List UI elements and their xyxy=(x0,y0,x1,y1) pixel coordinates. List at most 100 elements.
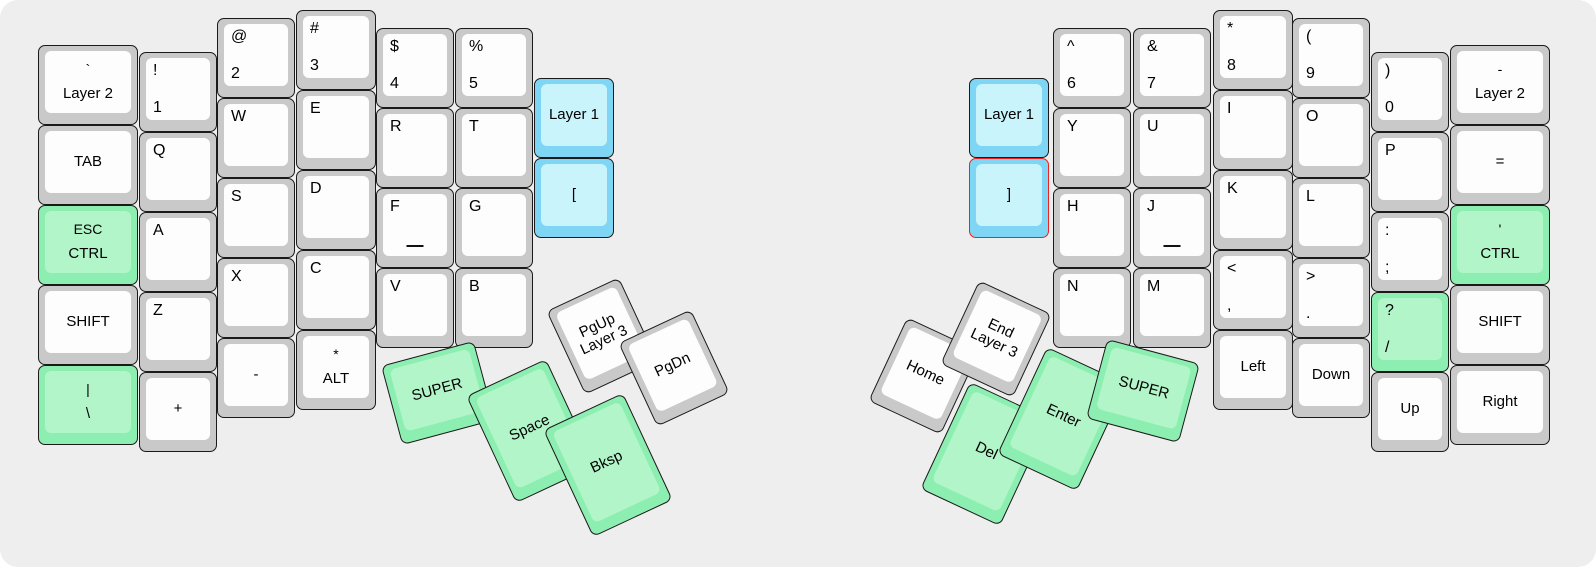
key-legend-top: ESC xyxy=(73,220,103,237)
key-legend-main: Layer 2 xyxy=(62,84,114,102)
key-n[interactable]: N xyxy=(1053,268,1131,348)
key-o[interactable]: O xyxy=(1292,98,1370,178)
key-l[interactable]: L xyxy=(1292,178,1370,258)
key-face: W xyxy=(224,104,288,166)
key-legend-top: ( xyxy=(1306,28,1312,45)
key-p[interactable]: P xyxy=(1371,132,1449,212)
key-0[interactable]: )0 xyxy=(1371,52,1449,132)
key-legend-top: ` xyxy=(85,60,91,77)
key-c[interactable]: C xyxy=(296,250,376,330)
key-1[interactable]: !1 xyxy=(139,52,217,132)
key-j[interactable]: J xyxy=(1133,188,1211,268)
key-legend-main: 3 xyxy=(310,56,319,74)
key-3[interactable]: #3 xyxy=(296,10,376,90)
key-legend-top: C xyxy=(310,260,322,277)
key-pipe-backslash[interactable]: |\ xyxy=(38,365,138,445)
key-2[interactable]: @2 xyxy=(217,18,295,98)
key-legend-top: L xyxy=(1306,188,1315,205)
key-legend-top: U xyxy=(1147,118,1159,135)
key-y[interactable]: Y xyxy=(1053,108,1131,188)
key-face: D xyxy=(303,176,369,238)
key-right[interactable]: Right xyxy=(1450,365,1550,445)
key-q[interactable]: Q xyxy=(139,132,217,212)
key-legend-main: Right xyxy=(1482,392,1518,410)
key-u[interactable]: U xyxy=(1133,108,1211,188)
key-shift-right[interactable]: SHIFT xyxy=(1450,285,1550,365)
key-face: TAB xyxy=(45,131,131,193)
key-legend-main: SHIFT xyxy=(66,312,110,330)
key-face: U xyxy=(1140,114,1204,176)
key-w[interactable]: W xyxy=(217,98,295,178)
key-legend-top: # xyxy=(310,20,319,37)
key-r[interactable]: R xyxy=(376,108,454,188)
key-5[interactable]: %5 xyxy=(455,28,533,108)
key-face: (9 xyxy=(1299,24,1363,86)
key-legend-top: V xyxy=(390,278,401,295)
key-legend-main: Layer 1 xyxy=(548,105,600,123)
key-g[interactable]: G xyxy=(455,188,533,268)
key-legend-main: Del xyxy=(972,438,1001,464)
key-face: &7 xyxy=(1140,34,1204,96)
key-face: Down xyxy=(1299,344,1363,406)
key-legend-top: ^ xyxy=(1067,38,1075,55)
key-7[interactable]: &7 xyxy=(1133,28,1211,108)
key-left[interactable]: Left xyxy=(1213,330,1293,410)
key-period[interactable]: >. xyxy=(1292,258,1370,338)
key-t[interactable]: T xyxy=(455,108,533,188)
key-bracket-right[interactable]: ] xyxy=(969,158,1049,238)
key-bracket-left[interactable]: [ xyxy=(534,158,614,238)
key-m[interactable]: M xyxy=(1133,268,1211,348)
key-face: 'CTRL xyxy=(1457,211,1543,273)
key-layer1-right[interactable]: Layer 1 xyxy=(969,78,1049,158)
key-quote-ctrl[interactable]: 'CTRL xyxy=(1450,205,1550,285)
key-9[interactable]: (9 xyxy=(1292,18,1370,98)
key-d[interactable]: D xyxy=(296,170,376,250)
key-comma[interactable]: <, xyxy=(1213,250,1293,330)
key-z[interactable]: Z xyxy=(139,292,217,372)
key-legend-top: G xyxy=(469,198,482,215)
key-layer1-left[interactable]: Layer 1 xyxy=(534,78,614,158)
key-h[interactable]: H xyxy=(1053,188,1131,268)
key-k[interactable]: K xyxy=(1213,170,1293,250)
key-x[interactable]: X xyxy=(217,258,295,338)
key-down[interactable]: Down xyxy=(1292,338,1370,418)
key-up[interactable]: Up xyxy=(1371,372,1449,452)
key-6[interactable]: ^6 xyxy=(1053,28,1131,108)
key-alt[interactable]: *ALT xyxy=(296,330,376,410)
key-minus[interactable]: - xyxy=(217,338,295,418)
key-grave-layer2[interactable]: ` Layer 2 xyxy=(38,45,138,125)
key-a[interactable]: A xyxy=(139,212,217,292)
key-face: E xyxy=(303,96,369,158)
key-legend-top: W xyxy=(231,108,247,125)
key-legend-top: > xyxy=(1306,268,1316,285)
key-tab[interactable]: TAB xyxy=(38,125,138,205)
key-s[interactable]: S xyxy=(217,178,295,258)
key-legend-main: \ xyxy=(85,404,91,422)
key-4[interactable]: $4 xyxy=(376,28,454,108)
key-legend-main: [ xyxy=(571,185,577,203)
key-v[interactable]: V xyxy=(376,268,454,348)
key-face: Bksp xyxy=(552,401,662,524)
key-plus[interactable]: + xyxy=(139,372,217,452)
key-dash-layer2[interactable]: -Layer 2 xyxy=(1450,45,1550,125)
key-semicolon[interactable]: :; xyxy=(1371,212,1449,292)
key-legend-top: * xyxy=(333,345,339,362)
key-equals[interactable]: = xyxy=(1450,125,1550,205)
key-face: SUPER xyxy=(389,348,486,432)
key-legend-main: PgDn xyxy=(651,349,694,381)
key-legend-top: ' xyxy=(1498,220,1502,237)
key-f[interactable]: F xyxy=(376,188,454,268)
key-b[interactable]: B xyxy=(455,268,533,348)
key-legend-main: 9 xyxy=(1306,64,1315,82)
key-8[interactable]: *8 xyxy=(1213,10,1293,90)
key-shift-left[interactable]: SHIFT xyxy=(38,285,138,365)
key-legend-top: ! xyxy=(153,62,158,79)
key-legend-top: H xyxy=(1067,198,1079,215)
key-e[interactable]: E xyxy=(296,90,376,170)
key-slash[interactable]: ?/ xyxy=(1371,292,1449,372)
key-i[interactable]: I xyxy=(1213,90,1293,170)
key-face: )0 xyxy=(1378,58,1442,120)
